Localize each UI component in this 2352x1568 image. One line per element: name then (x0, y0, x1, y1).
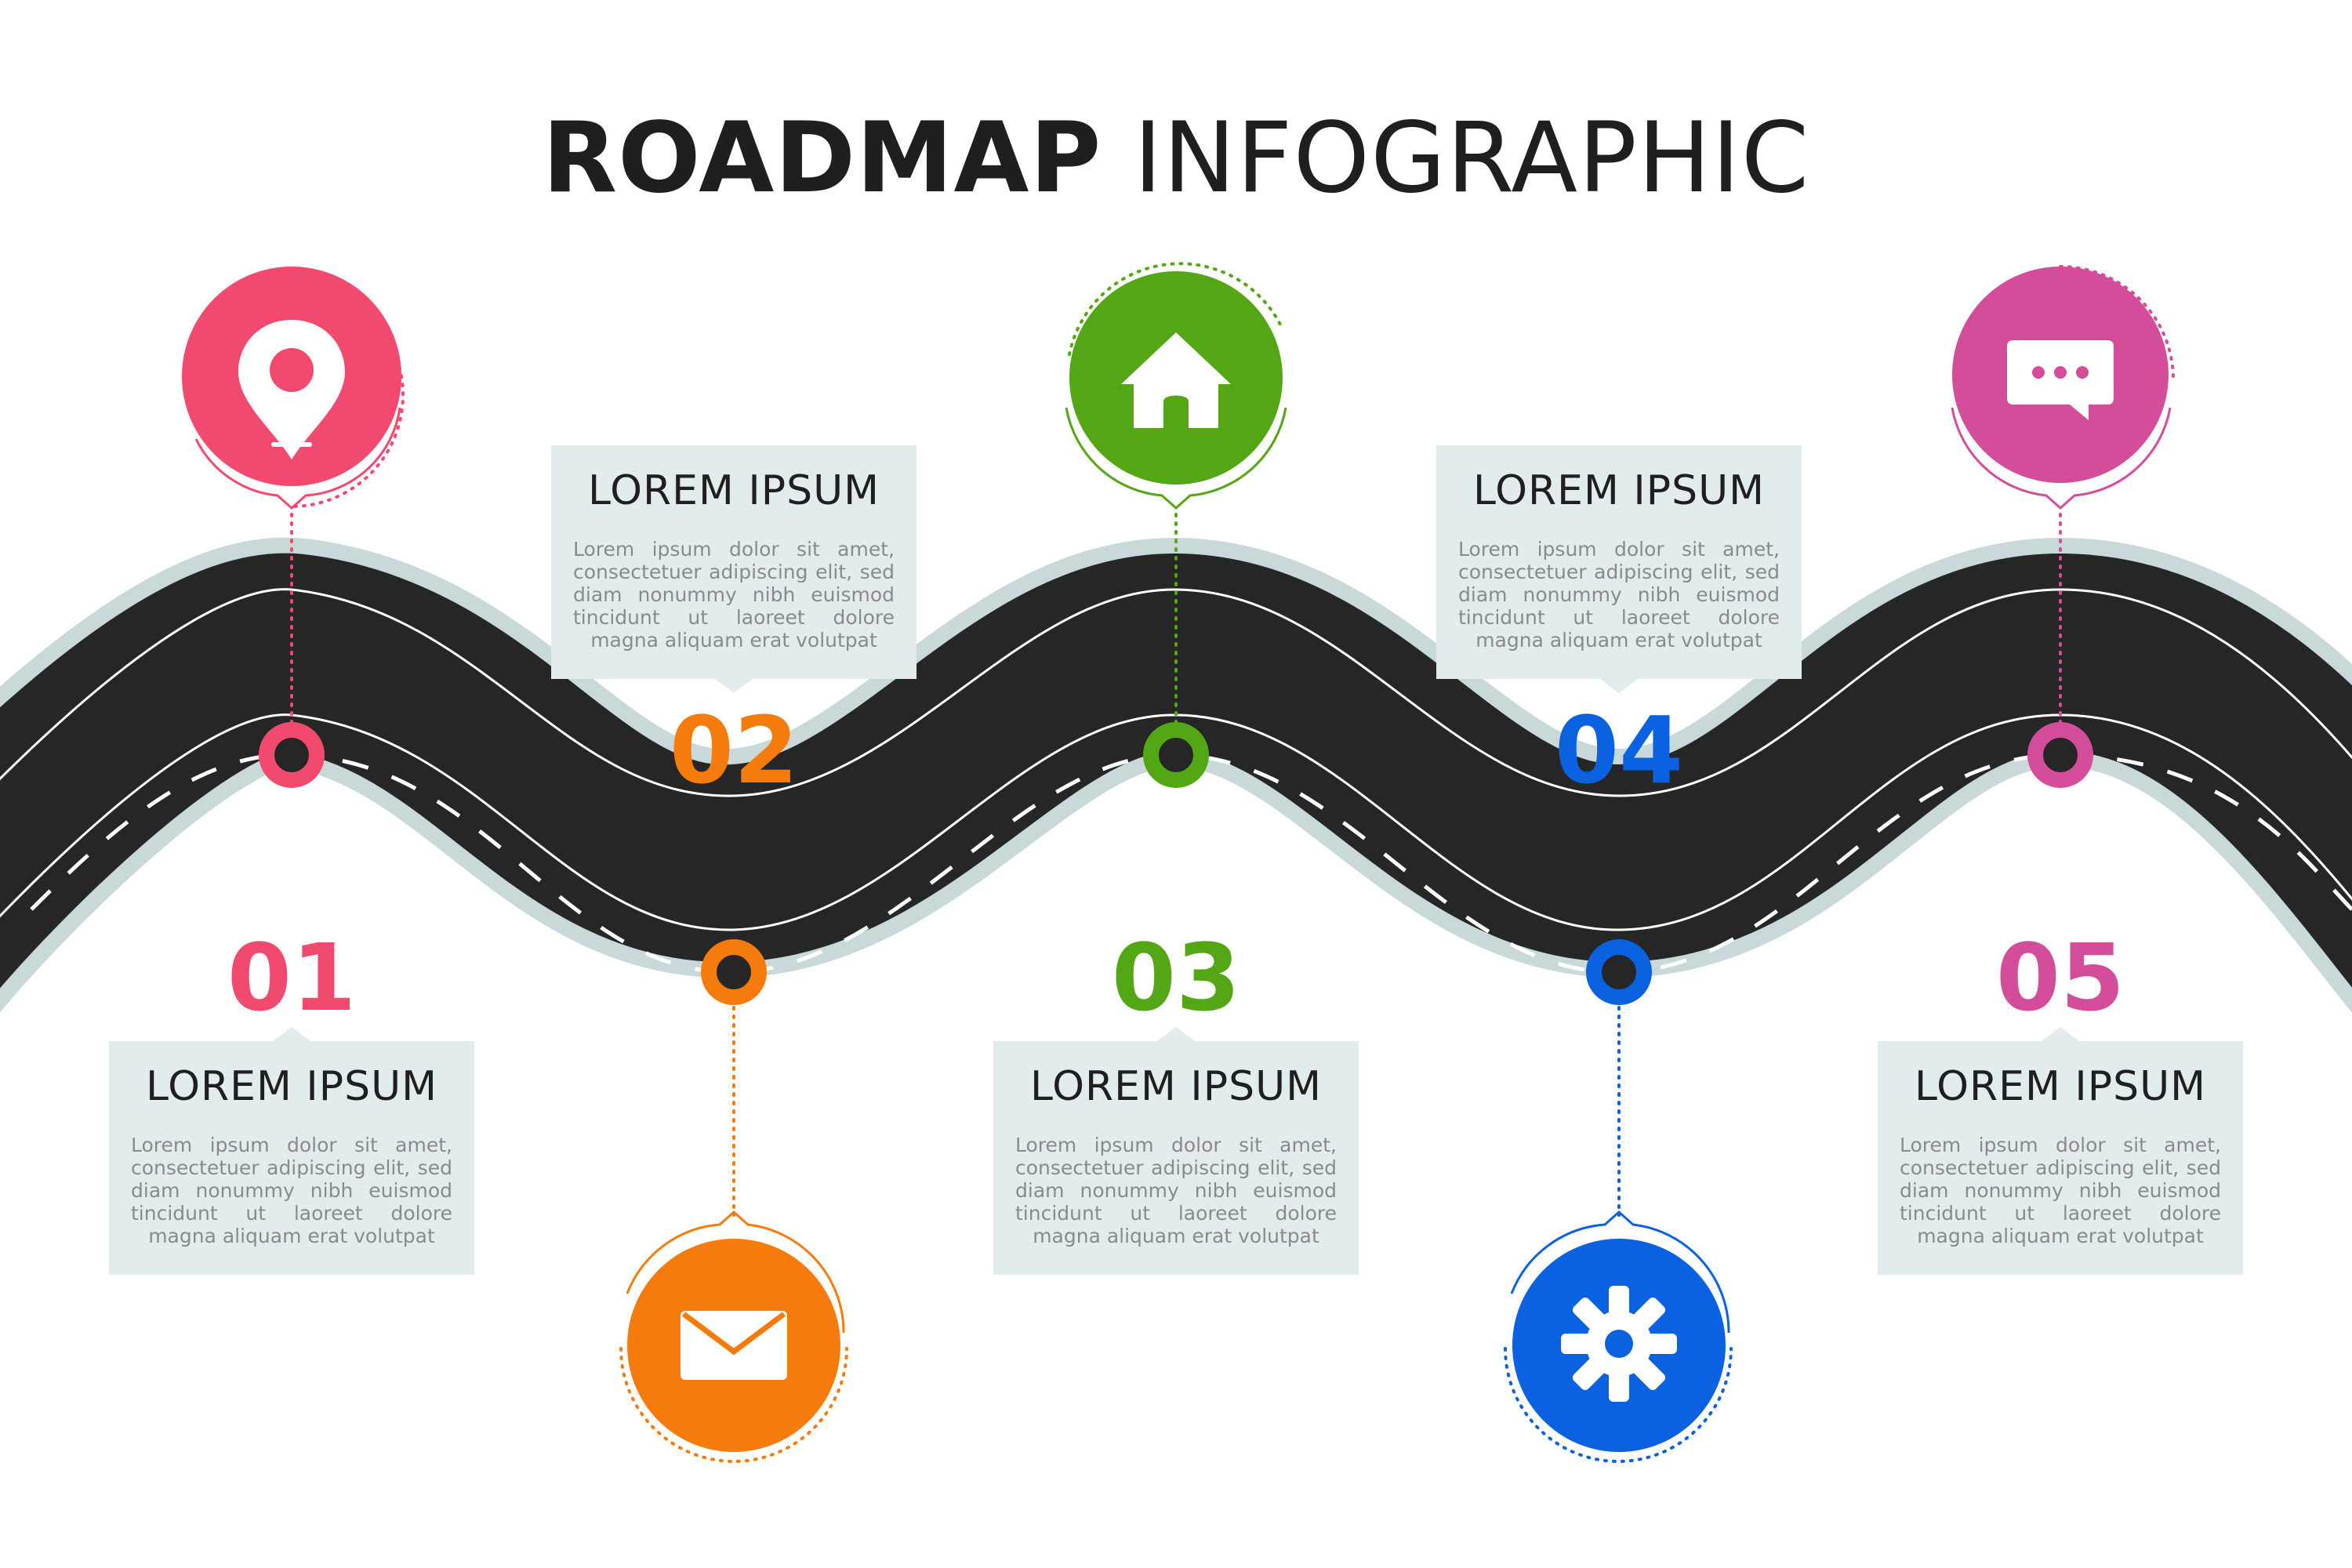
step-4-marker (1504, 939, 1733, 1463)
step-1-road-dot (259, 722, 325, 788)
box-3-pointer (1157, 1027, 1195, 1041)
step-3-marker (1065, 262, 1287, 788)
step-1-marker (182, 267, 405, 788)
step-2-halo (619, 1347, 848, 1463)
step-2-textbox: LOREM IPSUM Lorem ipsum dolor sit amet, … (551, 445, 916, 679)
step-3-road-dot (1143, 722, 1209, 788)
step-2-number: 02 (669, 696, 799, 804)
step-5-road-dot (2027, 722, 2093, 788)
step-3-number: 03 (1111, 924, 1241, 1032)
step-2-road-dot (701, 939, 767, 1005)
step-1-heading: LOREM IPSUM (145, 1063, 438, 1110)
step-1-number: 01 (227, 924, 357, 1032)
step-3-textbox: LOREM IPSUM Lorem ipsum dolor sit amet, … (993, 1041, 1359, 1275)
step-2-body: Lorem ipsum dolor sit amet, consectetuer… (573, 538, 895, 652)
step-5-number: 05 (1995, 924, 2125, 1032)
chat-bubble-icon (2007, 340, 2114, 420)
road-edge-line-top (0, 588, 2352, 797)
step-5-textbox: LOREM IPSUM Lorem ipsum dolor sit amet, … (1878, 1041, 2243, 1275)
step-2-marker (619, 939, 848, 1463)
step-3-body: Lorem ipsum dolor sit amet, consectetuer… (1015, 1134, 1337, 1247)
step-3-halo (1068, 262, 1284, 356)
step-4-halo (1504, 1347, 1733, 1463)
step-5-marker (1951, 265, 2175, 788)
box-2-pointer (715, 679, 753, 693)
step-2-heading: LOREM IPSUM (587, 467, 880, 514)
title-bold: ROADMAP (542, 102, 1102, 215)
step-4-heading: LOREM IPSUM (1472, 467, 1766, 514)
step-1-textbox: LOREM IPSUM Lorem ipsum dolor sit amet, … (109, 1041, 474, 1275)
step-3-heading: LOREM IPSUM (1029, 1063, 1323, 1110)
step-1-body: Lorem ipsum dolor sit amet, consectetuer… (131, 1134, 452, 1247)
gear-icon (1561, 1286, 1677, 1402)
location-pin-icon (238, 320, 345, 459)
home-icon (1121, 332, 1231, 428)
step-4-road-dot (1586, 939, 1652, 1005)
box-4-pointer (1600, 679, 1638, 693)
step-5-halo (2059, 265, 2175, 381)
step-4-number: 04 (1554, 696, 1684, 804)
envelope-icon (681, 1311, 787, 1380)
step-5-body: Lorem ipsum dolor sit amet, consectetuer… (1900, 1134, 2221, 1247)
box-5-pointer (2042, 1027, 2079, 1041)
page-title: ROADMAP INFOGRAPHIC (0, 102, 2352, 215)
title-light: INFOGRAPHIC (1102, 102, 1810, 215)
step-4-body: Lorem ipsum dolor sit amet, consectetuer… (1458, 538, 1780, 652)
step-4-textbox: LOREM IPSUM Lorem ipsum dolor sit amet, … (1436, 445, 1802, 679)
step-5-heading: LOREM IPSUM (1914, 1063, 2207, 1110)
box-1-pointer (273, 1027, 310, 1041)
